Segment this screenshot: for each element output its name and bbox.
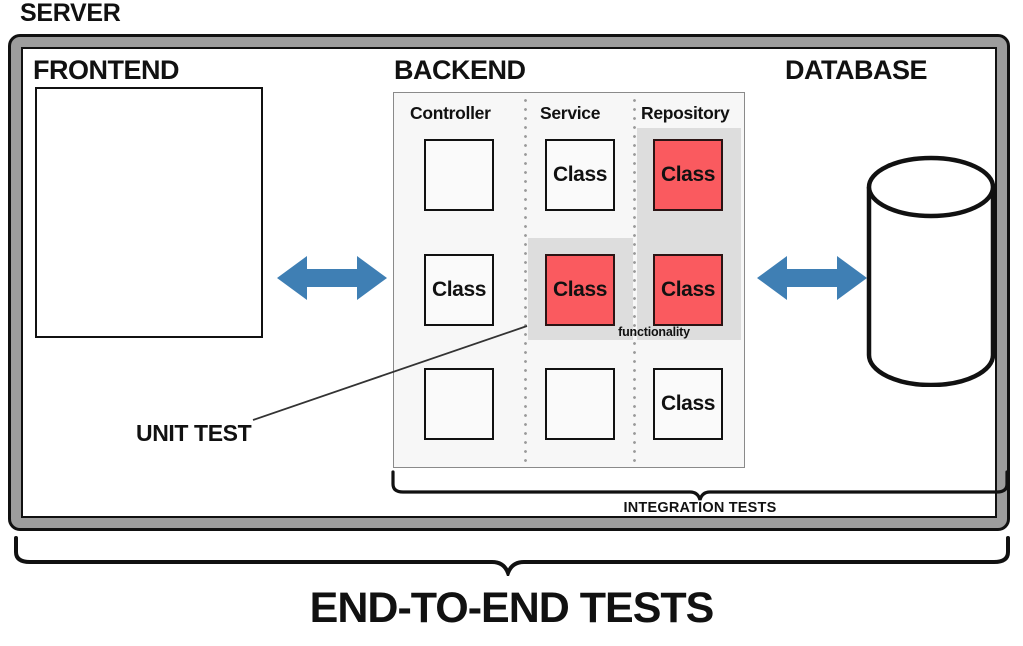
class-box-controller-1[interactable] [424,139,494,211]
column-divider-service-repository [633,96,636,466]
class-box-controller-2[interactable]: Class [424,254,494,326]
integration-tests-brace [391,470,1009,501]
backend-database-arrow-icon [757,250,867,311]
class-box-service-3[interactable] [545,368,615,440]
backend-title: BACKEND [394,55,526,85]
frontend-title: FRONTEND [33,55,180,85]
class-box-repository-1[interactable]: Class [653,139,723,211]
column-header-controller: Controller [410,103,491,123]
column-header-service: Service [540,103,601,123]
class-box-repository-2[interactable]: Class [653,254,723,326]
class-box-service-1[interactable]: Class [545,139,615,211]
database-cylinder-icon [866,155,996,388]
frontend-backend-arrow-icon [277,250,387,311]
class-box-service-2[interactable]: Class [545,254,615,326]
class-box-repository-3[interactable]: Class [653,368,723,440]
unit-test-label: UNIT TEST [136,420,252,446]
end-to-end-tests-label: END-TO-END TESTS [309,584,715,632]
end-to-end-tests-brace [14,536,1010,576]
functionality-label: functionality [618,325,690,339]
frontend-box [35,87,263,338]
class-box-controller-3[interactable] [424,368,494,440]
column-header-repository: Repository [641,103,730,123]
integration-tests-label: INTEGRATION TESTS [623,500,777,516]
server-title: SERVER [20,0,121,27]
database-title: DATABASE [785,55,928,85]
column-divider-controller-service [524,96,527,466]
